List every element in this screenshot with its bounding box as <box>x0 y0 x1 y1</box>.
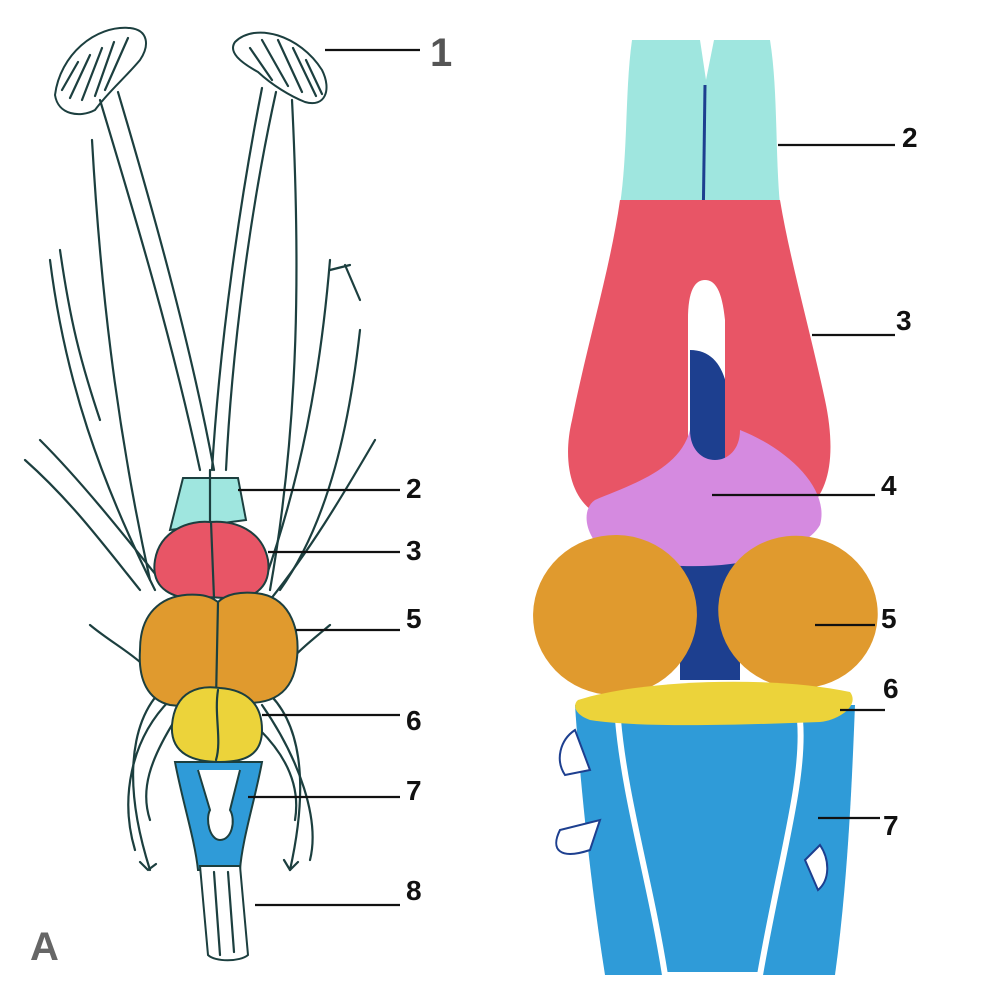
left-label-1: 1 <box>430 31 452 75</box>
right-label-5: 5 <box>881 603 897 634</box>
left-olfactory-bulb <box>168 477 248 532</box>
right-label-4: 4 <box>881 470 897 501</box>
left-label-3: 3 <box>406 535 422 566</box>
right-medulla <box>575 705 855 975</box>
right-forebrain <box>568 200 831 521</box>
left-label-2: 2 <box>406 473 422 504</box>
left-label-7: 7 <box>406 775 422 806</box>
panel-label: A <box>30 925 59 969</box>
left-brain-drawing: 1 2 3 5 6 7 8 A <box>23 26 452 969</box>
right-label-7: 7 <box>883 810 899 841</box>
right-optic-lobe-right <box>718 535 878 689</box>
right-olfactory-organ <box>232 31 328 105</box>
left-spinal-cord <box>198 865 250 962</box>
right-brain-drawing: 2 3 4 5 6 7 <box>533 40 918 978</box>
right-label-6: 6 <box>883 673 899 704</box>
left-label-8: 8 <box>406 875 422 906</box>
right-label-3: 3 <box>896 305 912 336</box>
left-label-6: 6 <box>406 705 422 736</box>
left-olfactory-organ <box>53 26 147 116</box>
right-optic-lobe-left <box>533 534 697 696</box>
right-cerebellum <box>575 681 853 726</box>
right-label-2: 2 <box>902 122 918 153</box>
right-diencephalon <box>586 430 822 567</box>
right-olfactory-bulbs <box>620 40 780 205</box>
left-label-5: 5 <box>406 603 422 634</box>
